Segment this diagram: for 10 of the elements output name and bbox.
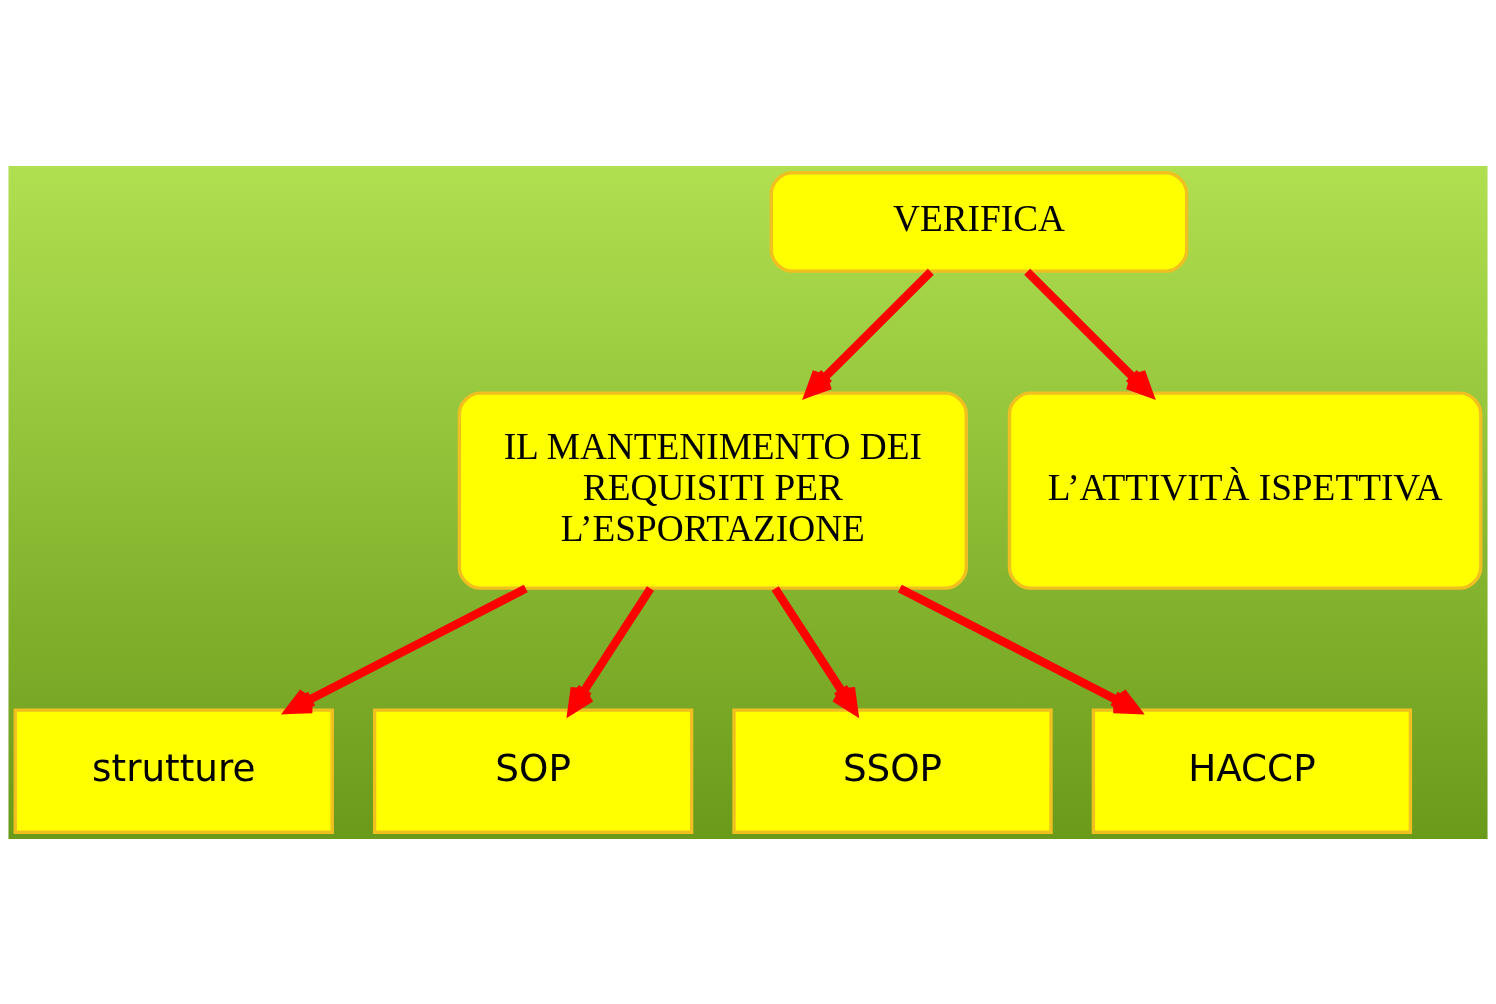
node-box: L’ATTIVITÀ ISPETTIVA — [1007, 390, 1483, 590]
arrow — [284, 584, 528, 714]
node-box: strutture — [13, 707, 334, 834]
node-box: IL MANTENIMENTO DEI REQUISITI PER L’ESPORTAZIONE — [457, 390, 968, 590]
node-box: SOP — [372, 707, 694, 834]
arrow — [804, 268, 934, 397]
arrow — [1024, 268, 1153, 397]
node-box: VERIFICA — [769, 170, 1189, 273]
node-box: HACCP — [1091, 707, 1413, 834]
node-box: SSOP — [732, 707, 1053, 834]
